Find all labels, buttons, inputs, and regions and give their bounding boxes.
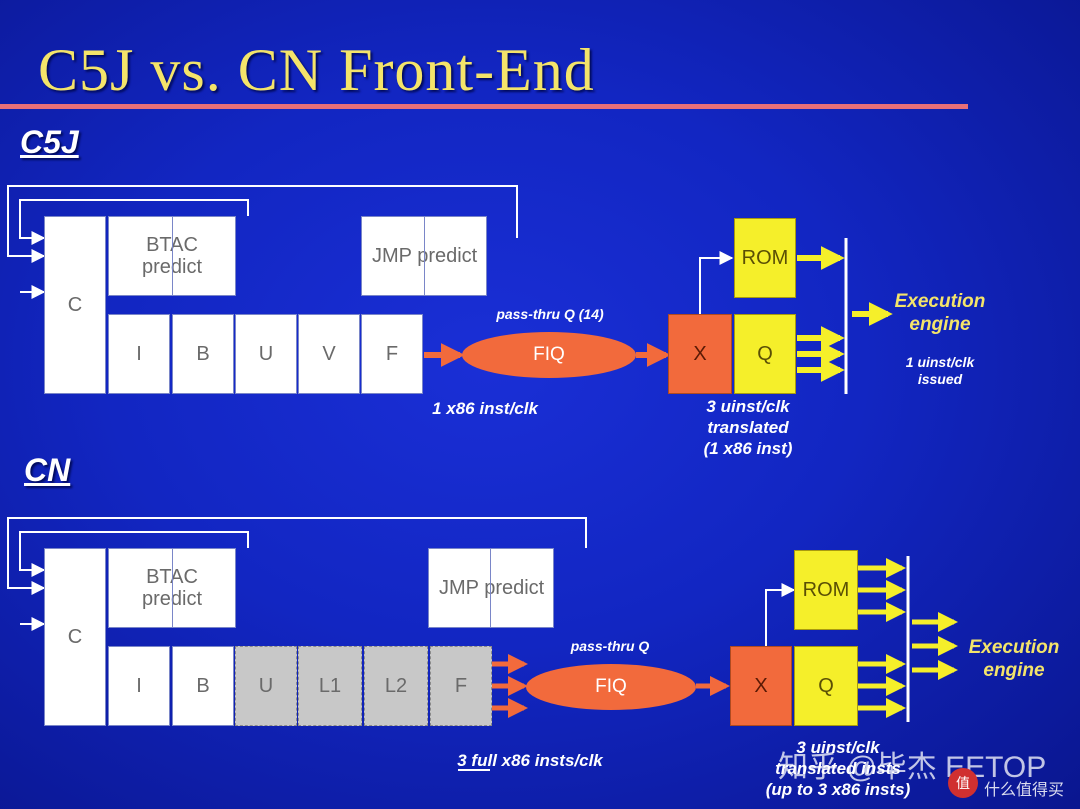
c5j-stage-f: F	[361, 314, 423, 394]
cn-stage-c: C	[44, 548, 106, 726]
cn-translate-rate: 3 uinst/clk translated insts (up to 3 x8…	[765, 738, 911, 799]
cn-issue-rate-emph: full	[471, 751, 497, 770]
c5j-stage-v: V	[298, 314, 360, 394]
c5j-translate-rate: 3 uinst/clk translated (1 x86 inst)	[703, 397, 793, 458]
c5j-feedback-lines	[7, 185, 518, 299]
c5j-exec-arrows	[797, 246, 893, 382]
c5j-stage-x: X	[668, 314, 732, 394]
cn-rom: ROM	[794, 550, 858, 630]
c5j-stage-q: Q	[734, 314, 796, 394]
cn-stage-i: I	[108, 646, 170, 726]
c5j-execution-engine: Execution engine	[894, 291, 986, 335]
cn-btac-divider	[172, 548, 173, 628]
cn-stage-x: X	[730, 646, 792, 726]
c5j-rom: ROM	[734, 218, 796, 298]
cn-issue-rate: 3 full x86 insts/clk	[420, 750, 640, 771]
c5j-stage-u: U	[235, 314, 297, 394]
c5j-jmp-divider	[424, 216, 425, 296]
cn-execution-engine: Execution engine	[968, 637, 1060, 681]
cn-stage-l2: L2	[364, 646, 428, 726]
section-label-c5j: C5J	[20, 124, 79, 160]
c5j-fiq: FIQ	[462, 332, 636, 378]
watermark-logo-icon: 值	[948, 768, 978, 798]
cn-rom-link	[765, 583, 796, 646]
c5j-queue-label: pass-thru Q (14)	[496, 306, 604, 322]
c5j-btac-divider	[172, 216, 173, 296]
cn-flow-arrows	[492, 654, 730, 718]
c5j-issued-rate: 1 uinst/clk issued	[905, 354, 975, 387]
cn-exec-arrows	[858, 558, 958, 718]
cn-stage-f: F	[430, 646, 492, 726]
cn-stage-u: U	[235, 646, 297, 726]
cn-stage-b: B	[172, 646, 234, 726]
section-label-cn: CN	[24, 452, 71, 488]
c5j-stage-b: B	[172, 314, 234, 394]
watermark-text: 知乎 @毕杰 EETOP	[778, 751, 1047, 784]
cn-fiq: FIQ	[526, 664, 696, 710]
c5j-issue-rate: 1 x86 inst/clk	[432, 399, 538, 418]
watermark-site: 什么值得买	[984, 782, 1065, 799]
c5j-stage-c: C	[44, 216, 106, 394]
title-rule	[0, 104, 968, 109]
c5j-btac-predict: BTAC predict	[108, 216, 236, 296]
cn-feedback-lines	[7, 517, 587, 631]
cn-jmp-predict: JMP predict	[428, 548, 554, 628]
cn-issue-rate-suffix: x86 insts/clk	[496, 751, 603, 770]
page-title: C5J vs. CN Front-End	[38, 37, 595, 103]
cn-issue-rate-prefix: 3	[457, 751, 472, 770]
c5j-rom-link	[699, 251, 734, 314]
cn-stage-q: Q	[794, 646, 858, 726]
cn-stage-l1: L1	[298, 646, 362, 726]
cn-queue-label: pass-thru Q	[570, 638, 650, 654]
cn-jmp-divider	[490, 548, 491, 628]
c5j-stage-i: I	[108, 314, 170, 394]
